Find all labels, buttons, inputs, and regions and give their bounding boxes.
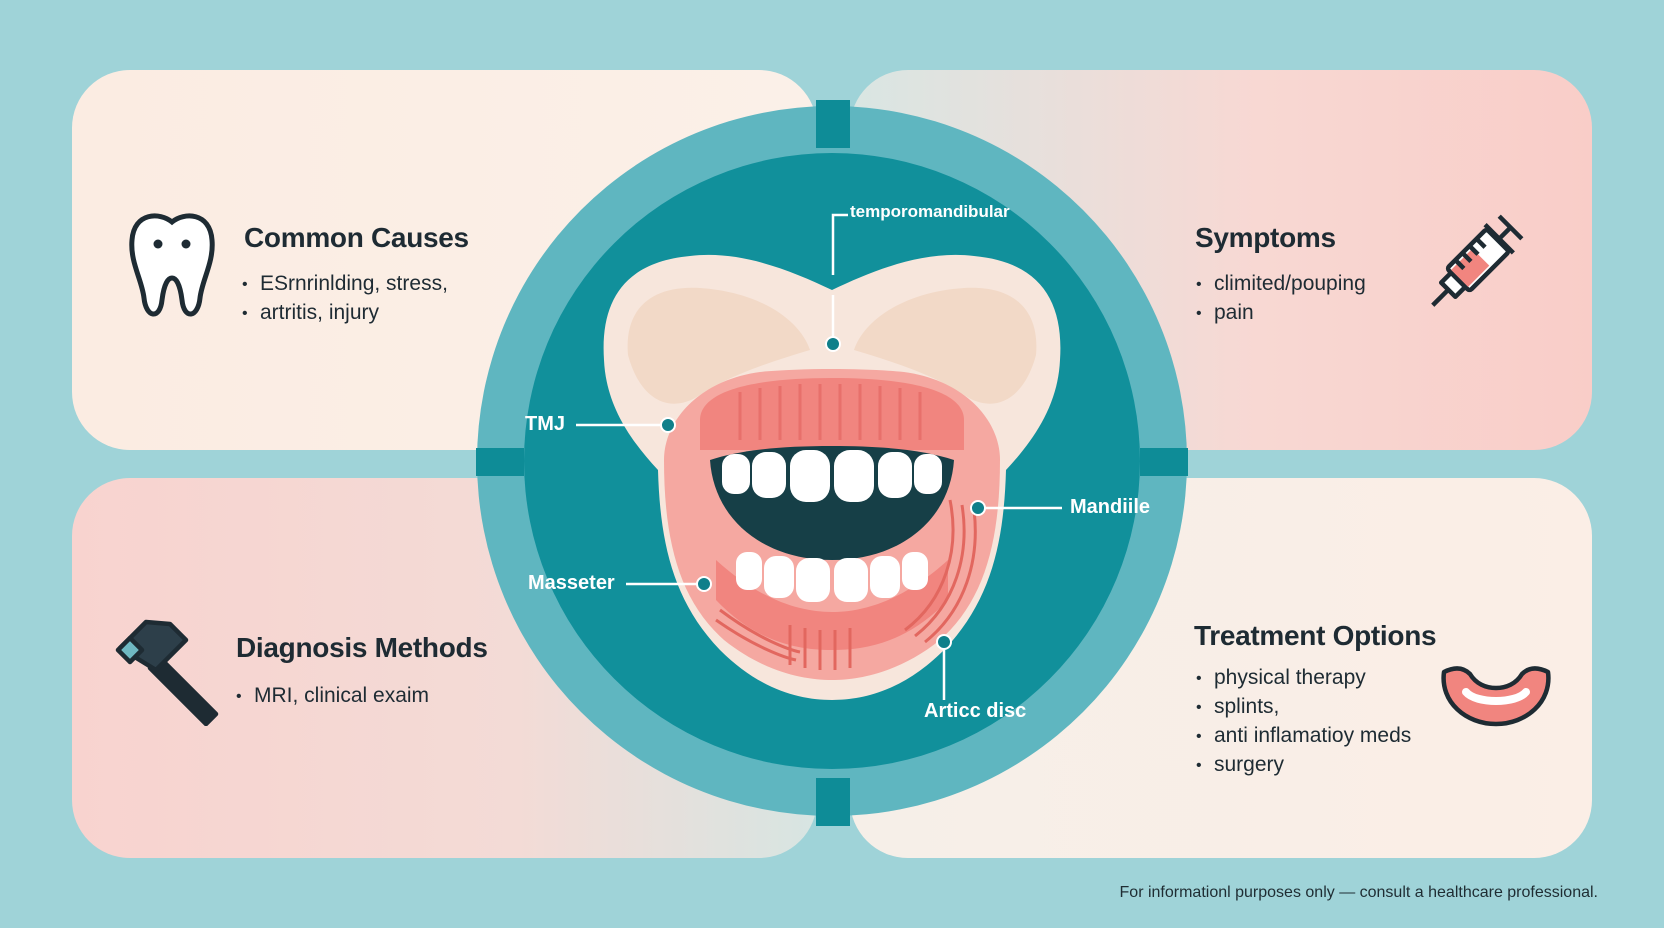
causes-title: Common Causes — [244, 222, 469, 253]
label-articular-disc: Articc disc — [924, 700, 1027, 722]
ring-divider-right — [1140, 448, 1188, 476]
causes-list: ESrnrinlding, stress, artritis, injury — [242, 270, 448, 328]
diagnosis-title: Diagnosis Methods — [236, 632, 488, 663]
treatment-list: physical therapy splints, anti inflamati… — [1196, 664, 1411, 780]
ring-divider-bottom — [816, 778, 850, 826]
treatment-item: surgery — [1196, 751, 1411, 780]
causes-item: artritis, injury — [242, 299, 448, 328]
symptoms-list: climited/pouping pain — [1196, 270, 1366, 328]
treatment-title: Treatment Options — [1194, 620, 1437, 651]
diagnosis-item: MRI, clinical exaim — [236, 682, 429, 711]
treatment-item: splints, — [1196, 693, 1411, 722]
treatment-item: physical therapy — [1196, 664, 1411, 693]
symptoms-title: Symptoms — [1195, 222, 1336, 253]
treatment-item: anti inflamatioy meds — [1196, 722, 1411, 751]
causes-item: ESrnrinlding, stress, — [242, 270, 448, 299]
hammer-icon — [115, 619, 219, 726]
tooth-icon — [129, 213, 215, 317]
symptoms-item: climited/pouping — [1196, 270, 1366, 299]
label-tmj: TMJ — [525, 413, 565, 435]
syringe-icon — [1431, 214, 1524, 307]
diagnosis-list: MRI, clinical exaim — [236, 682, 429, 711]
ring-divider-top — [816, 100, 850, 148]
label-masseter: Masseter — [528, 572, 615, 594]
symptoms-item: pain — [1196, 299, 1366, 328]
label-mandible: Mandiile — [1070, 496, 1151, 518]
label-temporomandibular: temporomandibular — [850, 202, 1010, 221]
mouthguard-icon — [1441, 666, 1551, 727]
ring-divider-left — [476, 448, 524, 476]
disclaimer-note: For informationl purposes only — consult… — [1119, 884, 1598, 901]
